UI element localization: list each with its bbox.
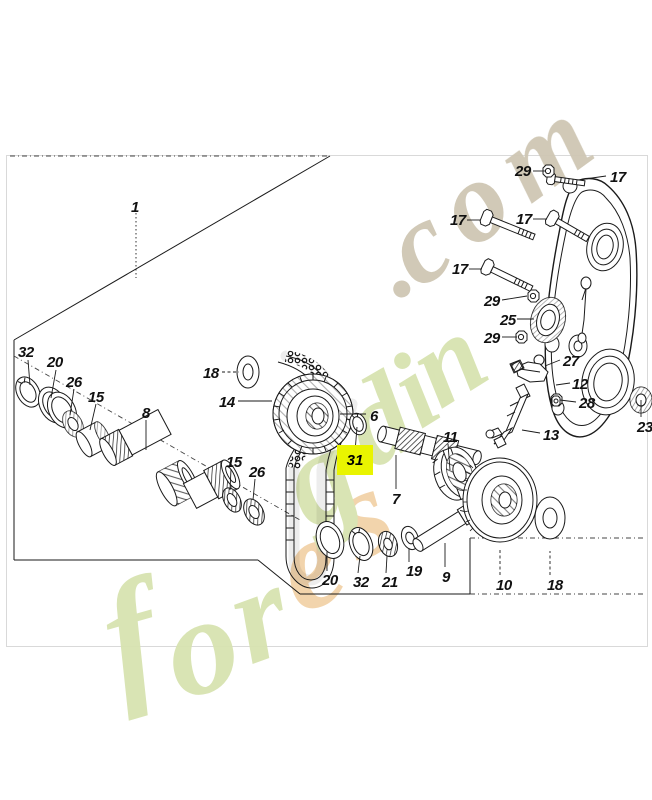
leader-line (69, 388, 75, 416)
leader-line (501, 295, 528, 301)
washer-18-right (534, 496, 566, 540)
part-callout-19: 19 (406, 563, 422, 580)
leader-line (229, 468, 232, 491)
part-callout-26: 26 (66, 374, 82, 391)
part-callout-8: 8 (142, 405, 150, 422)
part-callout-1: 1 (131, 199, 139, 216)
leader-line (385, 555, 388, 574)
leader-line (252, 478, 256, 501)
part-callout-29: 29 (515, 163, 531, 180)
snap-ring-31 (349, 412, 367, 436)
bearing-25 (529, 296, 567, 344)
countershaft-assembly (15, 376, 265, 526)
bolts-17 (479, 171, 591, 293)
part-callout-18: 18 (547, 577, 563, 594)
part-callout-26: 26 (249, 464, 265, 481)
leader-line (555, 382, 571, 386)
part-callout-10: 10 (496, 577, 512, 594)
nut-28 (551, 395, 561, 407)
part-callout-15: 15 (226, 454, 242, 471)
gear-case-cover (544, 177, 638, 438)
part-callout-17: 17 (452, 261, 468, 278)
leader-line (544, 359, 561, 367)
part-callout-32: 32 (353, 574, 369, 591)
leader-line (447, 443, 451, 471)
part-callout-20: 20 (47, 354, 63, 371)
part-callout-12: 12 (572, 376, 588, 393)
part-callout-11: 11 (443, 429, 458, 446)
part-callout-27: 27 (563, 353, 579, 370)
part-callout-18: 18 (203, 365, 219, 382)
highlighted-part-callout-31[interactable]: 31 (337, 445, 373, 475)
disc-gear-10 (462, 457, 538, 543)
part-callout-23: 23 (637, 419, 652, 436)
shift-fork-13 (485, 383, 531, 449)
leader-line (357, 555, 361, 574)
part-callout-20: 20 (322, 572, 338, 589)
part-callout-17: 17 (450, 212, 466, 229)
part-callout-29: 29 (484, 293, 500, 310)
part-callout-9: 9 (442, 569, 450, 586)
leader-line (27, 359, 31, 386)
leader-line (521, 429, 541, 434)
washer-18 (236, 355, 260, 389)
leader-line (50, 369, 57, 399)
leader-line (89, 403, 97, 431)
part-callout-15: 15 (88, 389, 104, 406)
sprocket-6 (272, 373, 354, 455)
leader-line (559, 399, 577, 403)
small-parts-row (315, 521, 420, 561)
shift-arm-12-27 (509, 354, 549, 383)
part-callout-25: 25 (500, 312, 516, 329)
part-callout-6: 6 (370, 408, 378, 425)
part-callout-7: 7 (392, 491, 400, 508)
part-callout-29: 29 (484, 330, 500, 347)
part-callout-21: 21 (382, 574, 398, 591)
part-callout-28: 28 (579, 395, 595, 412)
part-callout-14: 14 (219, 394, 235, 411)
part-callout-17: 17 (610, 169, 626, 186)
part-callout-32: 32 (18, 344, 34, 361)
part-callout-17: 17 (516, 211, 532, 228)
leader-line (577, 175, 607, 181)
part-callout-13: 13 (543, 427, 559, 444)
